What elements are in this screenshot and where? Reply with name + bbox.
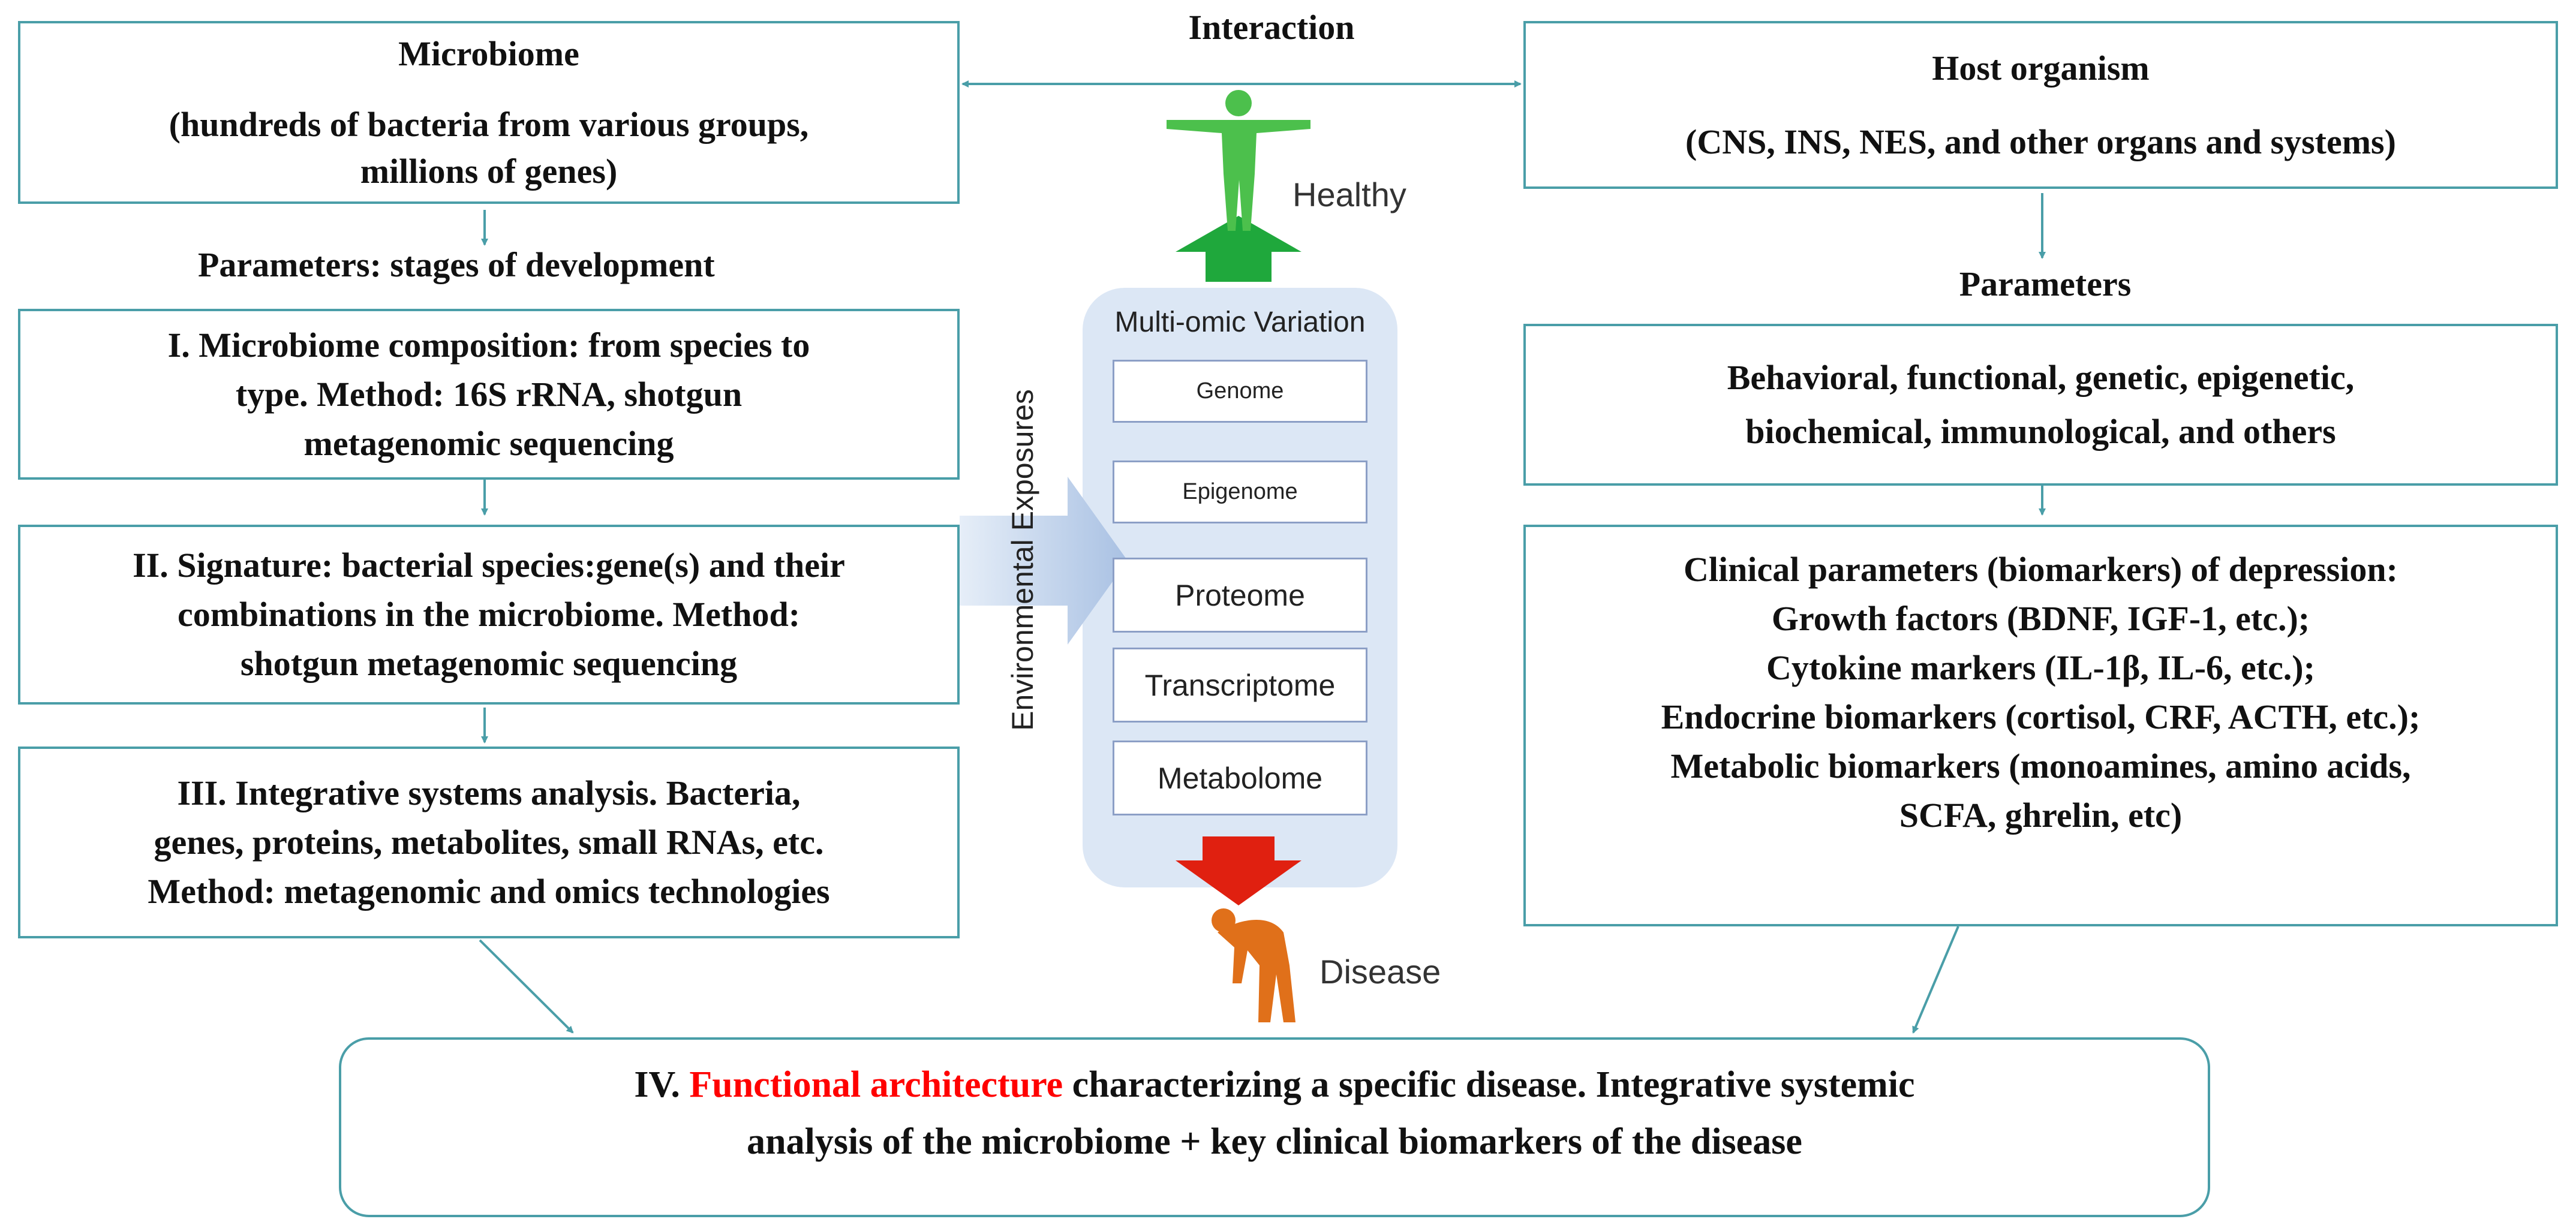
- omic-label: Epigenome: [1182, 479, 1298, 504]
- stage-2-line: shotgun metagenomic sequencing: [240, 644, 738, 683]
- multiomic-title: Multi-omic Variation: [1114, 306, 1366, 338]
- stage-1-box: I. Microbiome composition: from species …: [18, 309, 960, 480]
- stage-1-line: metagenomic sequencing: [303, 423, 674, 463]
- clinical-line: Endocrine biomarkers (cortisol, CRF, ACT…: [1661, 697, 2421, 736]
- omic-metabolome: Metabolome: [1113, 741, 1367, 815]
- omic-proteome: Proteome: [1113, 558, 1367, 633]
- omic-label: Metabolome: [1157, 761, 1323, 795]
- clinical-line: SCFA, ghrelin, etc): [1899, 796, 2183, 835]
- disease-label: Disease: [1319, 953, 1441, 991]
- healthy-label: Healthy: [1292, 176, 1406, 213]
- parameter-types-line: Behavioral, functional, genetic, epigene…: [1727, 358, 2355, 397]
- healthy-human-icon: [1167, 90, 1310, 231]
- parameter-types-box: Behavioral, functional, genetic, epigene…: [1523, 324, 2558, 486]
- left-parameters-heading: Parameters: stages of development: [198, 245, 715, 284]
- clinical-biomarkers-box: Clinical parameters (biomarkers) of depr…: [1523, 525, 2558, 926]
- stage-2-line: combinations in the microbiome. Method:: [177, 595, 801, 634]
- host-subtitle: (CNS, INS, NES, and other organs and sys…: [1685, 122, 2396, 161]
- stage-3-box: III. Integrative systems analysis. Bacte…: [18, 747, 960, 938]
- disease-arrow: [1176, 836, 1301, 905]
- host-organism-box: Host organism (CNS, INS, NES, and other …: [1523, 21, 2558, 189]
- stage-2-line: II. Signature: bacterial species:gene(s)…: [133, 546, 845, 585]
- microbiome-box: Microbiome (hundreds of bacteria from va…: [18, 21, 960, 204]
- omic-transcriptome: Transcriptome: [1113, 648, 1367, 723]
- clinical-line: Clinical parameters (biomarkers) of depr…: [1684, 550, 2398, 589]
- interaction-label: Interaction: [1188, 8, 1355, 47]
- healthy-arrow: [1176, 216, 1301, 282]
- stage-3-line: Method: metagenomic and omics technologi…: [148, 872, 830, 911]
- microbiome-desc-line: (hundreds of bacteria from various group…: [169, 104, 809, 144]
- clinical-line: Cytokine markers (IL-1β, IL-6, etc.);: [1766, 648, 2315, 687]
- clinical-line: Growth factors (BDNF, IGF-1, etc.);: [1771, 599, 2310, 638]
- bottom-line-2: analysis of the microbiome + key clinica…: [747, 1121, 1802, 1162]
- bottom-rest: characterizing a specific disease. Integ…: [1072, 1064, 1915, 1105]
- stage-2-box: II. Signature: bacterial species:gene(s)…: [18, 525, 960, 705]
- arrow-clinical-to-bottom: [1912, 926, 1959, 1034]
- exposure-arrow: [960, 477, 1128, 645]
- environmental-exposures-label: Environmental Exposures: [1006, 389, 1039, 731]
- omic-label: Proteome: [1175, 578, 1305, 612]
- functional-architecture-box: IV. Functional architecture characterizi…: [339, 1037, 2210, 1217]
- clinical-line: Metabolic biomarkers (monoamines, amino …: [1670, 747, 2411, 785]
- bottom-highlight: Functional architecture: [689, 1064, 1063, 1105]
- omic-label: Genome: [1196, 378, 1284, 404]
- bottom-line-1: IV. Functional architecture characterizi…: [634, 1057, 1914, 1113]
- omic-epigenome: Epigenome: [1113, 461, 1367, 523]
- omic-genome: Genome: [1113, 360, 1367, 423]
- microbiome-title: Microbiome: [398, 34, 579, 73]
- microbiome-desc-line: millions of genes): [360, 151, 618, 191]
- stage-1-line: I. Microbiome composition: from species …: [167, 325, 810, 365]
- host-title: Host organism: [1932, 48, 2150, 88]
- arrow-stage3-to-bottom: [479, 939, 574, 1034]
- bottom-prefix: IV.: [634, 1064, 680, 1105]
- stage-3-line: III. Integrative systems analysis. Bacte…: [177, 773, 801, 812]
- stage-1-line: type. Method: 16S rRNA, shotgun: [235, 374, 743, 414]
- disease-human-icon: [1212, 908, 1295, 1022]
- stage-3-line: genes, proteins, metabolites, small RNAs…: [154, 823, 824, 862]
- omic-label: Transcriptome: [1144, 668, 1336, 702]
- parameter-types-line: biochemical, immunological, and others: [1745, 412, 2336, 451]
- right-parameters-heading: Parameters: [1959, 264, 2132, 303]
